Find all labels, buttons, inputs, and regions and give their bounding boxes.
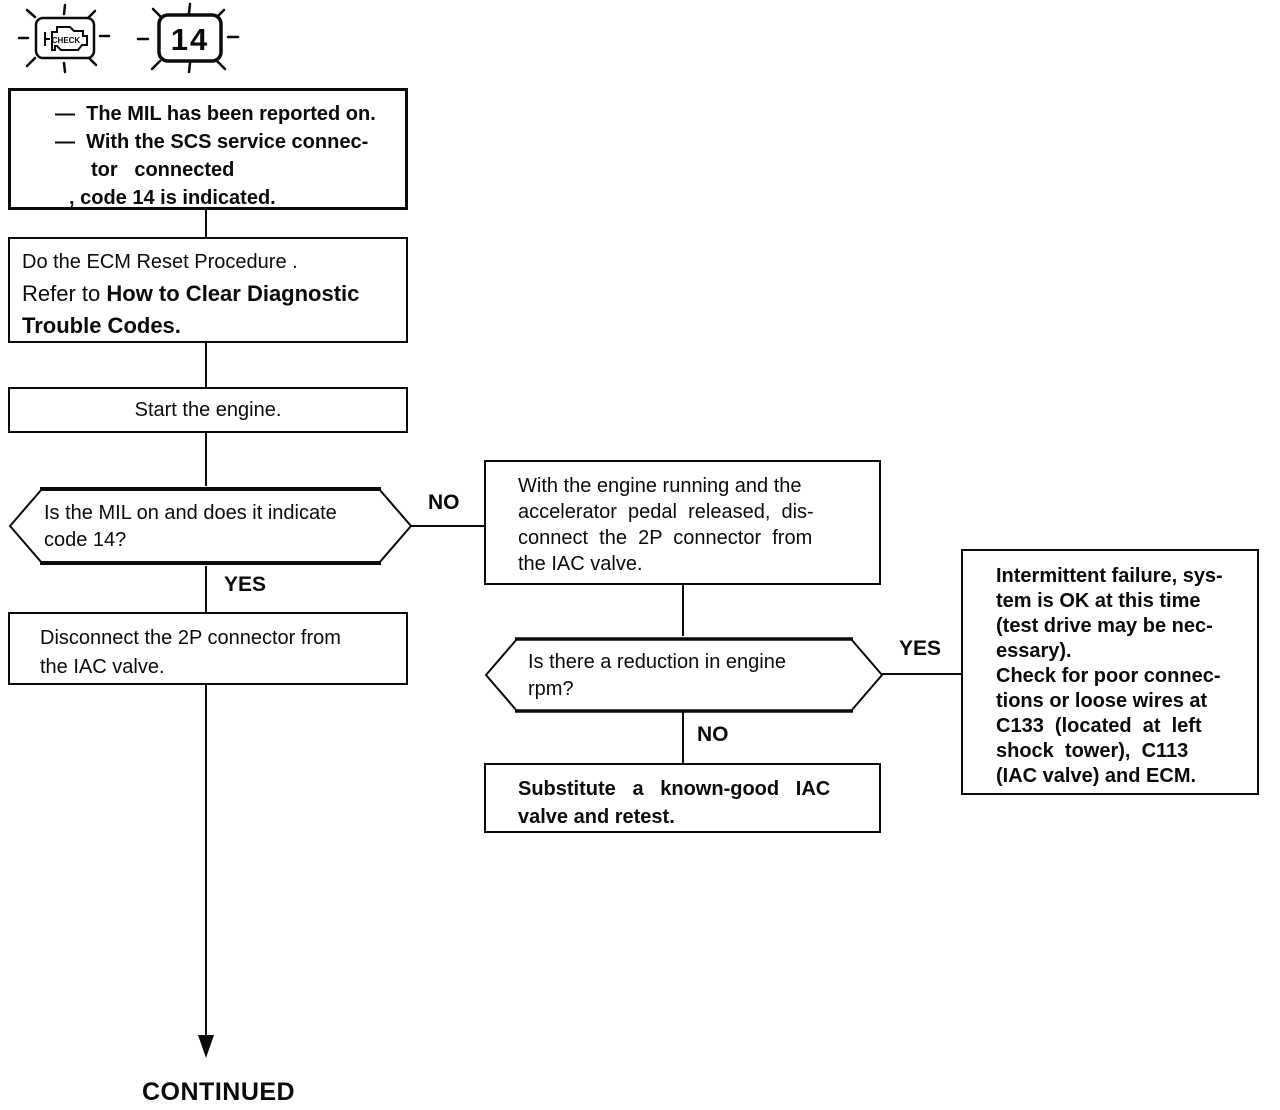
ecm-reset-refer: Refer to How to Clear Diagnostic: [22, 278, 400, 310]
yes-branch-label: YES: [899, 637, 942, 660]
mil-check-text: CHECK: [52, 36, 81, 45]
flow-connector-yes: [882, 673, 961, 675]
yes-branch-label: YES: [224, 573, 267, 596]
engine-running-box: With the engine running and the accelera…: [484, 460, 881, 585]
flow-connector: [205, 210, 207, 237]
refer-to-text: Refer to: [22, 281, 107, 306]
intermittent-line: (test drive may be nec-: [996, 615, 1213, 637]
premise-line: , code 14 is indicated.: [69, 187, 276, 209]
intermittent-line: C133 (located at left: [996, 715, 1202, 737]
premise-box: — The MIL has been reported on. — With t…: [8, 88, 408, 210]
clear-codes-reference-cont: Trouble Codes.: [22, 313, 181, 338]
premise-line: tor connected: [91, 159, 235, 181]
decision-question-line: code 14?: [44, 529, 127, 551]
premise-line: — The MIL has been reported on.: [55, 103, 376, 125]
flow-connector-yes: [205, 566, 207, 612]
decision-question-line: rpm?: [528, 678, 574, 700]
mil-blink-rays: [17, 3, 111, 74]
engine-running-line: accelerator pedal released, dis-: [518, 501, 814, 523]
flow-connector: [205, 343, 207, 387]
continued-label: CONTINUED: [142, 1078, 296, 1106]
substitute-iac-box: Substitute a known-good IAC valve and re…: [484, 763, 881, 833]
ecm-reset-box: Do the ECM Reset Procedure . Refer to Ho…: [8, 237, 408, 343]
intermittent-line: Check for poor connec-: [996, 665, 1221, 687]
decision-question-line: Is there a reduction in engine: [528, 651, 786, 673]
flow-connector: [205, 433, 207, 486]
disconnect-line: Disconnect the 2P connector from: [40, 627, 341, 649]
intermittent-line: (IAC valve) and ECM.: [996, 765, 1197, 787]
down-arrow: [198, 1035, 214, 1058]
substitute-line: valve and retest.: [518, 806, 675, 828]
no-branch-label: NO: [428, 491, 460, 514]
code-display-outline: [157, 13, 223, 63]
engine-running-line: connect the 2P connector from: [518, 527, 813, 549]
decision-question-line: Is the MIL on and does it indicate: [44, 502, 337, 524]
engine-icon: [44, 26, 88, 51]
intermittent-line: shock tower), C113: [996, 740, 1189, 762]
intermittent-line: tem is OK at this time: [996, 590, 1201, 612]
ecm-reset-step: Do the ECM Reset Procedure .: [22, 251, 298, 273]
rpm-reduction-decision: Is there a reduction in engine rpm?: [484, 636, 884, 714]
code-number-text: 14: [171, 22, 209, 57]
intermittent-line: essary).: [996, 640, 1072, 662]
substitute-line: Substitute a known-good IAC: [518, 778, 831, 800]
premise-line: — With the SCS service connec-: [55, 131, 369, 153]
mil-code14-decision: Is the MIL on and does it indicate code …: [8, 486, 413, 566]
start-engine-text: Start the engine.: [134, 399, 282, 421]
engine-running-line: the IAC valve.: [518, 553, 643, 575]
mil-indicator-icon: CHECK: [12, 2, 116, 79]
flow-connector-no: [682, 712, 684, 763]
code-blink-rays: [136, 2, 240, 74]
disconnect-line: the IAC valve.: [40, 656, 165, 678]
no-branch-label: NO: [697, 723, 729, 746]
code-14-indicator-icon: 14: [132, 2, 244, 79]
flow-connector: [682, 583, 684, 636]
flow-connector-no: [411, 525, 484, 527]
flow-connector-continued: [205, 683, 207, 1035]
intermittent-line: tions or loose wires at: [996, 690, 1208, 712]
intermittent-line: Intermittent failure, sys-: [996, 565, 1223, 587]
engine-running-line: With the engine running and the: [518, 475, 802, 497]
clear-codes-reference: How to Clear Diagnostic: [106, 281, 360, 306]
start-engine-box: Start the engine.: [8, 387, 408, 433]
intermittent-failure-box: Intermittent failure, sys- tem is OK at …: [961, 549, 1259, 795]
disconnect-iac-box: Disconnect the 2P connector from the IAC…: [8, 612, 408, 685]
